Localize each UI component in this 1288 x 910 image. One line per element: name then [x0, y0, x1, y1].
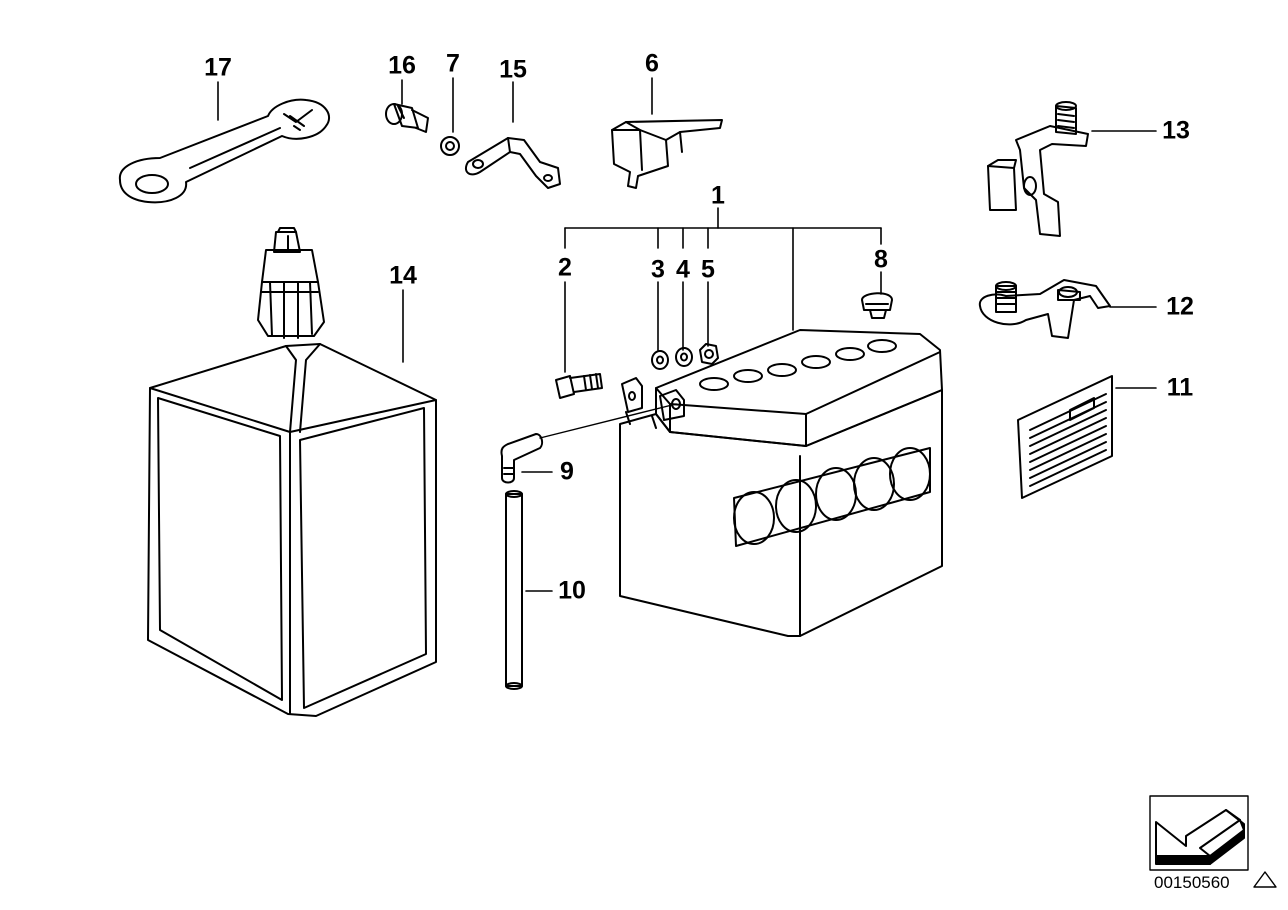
- callout-14: 14: [389, 261, 417, 290]
- callout-4: 4: [676, 255, 690, 284]
- screw-16: [385, 103, 429, 133]
- diagram-code: 00150560: [1154, 873, 1230, 892]
- callout-3: 3: [651, 255, 665, 284]
- washers-3-4-nut-5: [651, 343, 719, 370]
- callout-16: 16: [388, 51, 416, 80]
- callout-7: 7: [446, 49, 460, 78]
- callout-15: 15: [499, 55, 527, 84]
- orientation-arrow-icon: [1149, 795, 1249, 871]
- callout-5: 5: [701, 255, 715, 284]
- bracket-15: [464, 137, 561, 189]
- callout-10: 10: [558, 576, 586, 605]
- leader-lines: [217, 77, 1157, 592]
- callout-12: 12: [1166, 292, 1194, 321]
- callout-9: 9: [560, 457, 574, 486]
- battery-1: [619, 329, 943, 637]
- elbow-connector-9: [500, 403, 677, 484]
- callout-1: 1: [711, 181, 725, 210]
- warning-label-11: [1017, 375, 1113, 499]
- acid-bottle-14: [147, 227, 437, 717]
- callout-17: 17: [204, 53, 232, 82]
- bolt-2: [555, 373, 603, 399]
- washer-7: [440, 136, 460, 156]
- wrench-tool: [118, 98, 331, 204]
- callout-13: 13: [1162, 116, 1190, 145]
- callout-2: 2: [558, 253, 572, 282]
- callout-11: 11: [1166, 373, 1194, 402]
- terminal-clamp-12: [978, 279, 1111, 339]
- terminal-cover-6: [611, 119, 723, 189]
- terminal-clamp-13: [987, 101, 1089, 237]
- vent-plug-8: [861, 292, 893, 319]
- vent-hose-10: [505, 490, 523, 690]
- callout-6: 6: [645, 49, 659, 78]
- warning-triangle-icon: [1253, 871, 1277, 888]
- callout-8: 8: [874, 245, 888, 274]
